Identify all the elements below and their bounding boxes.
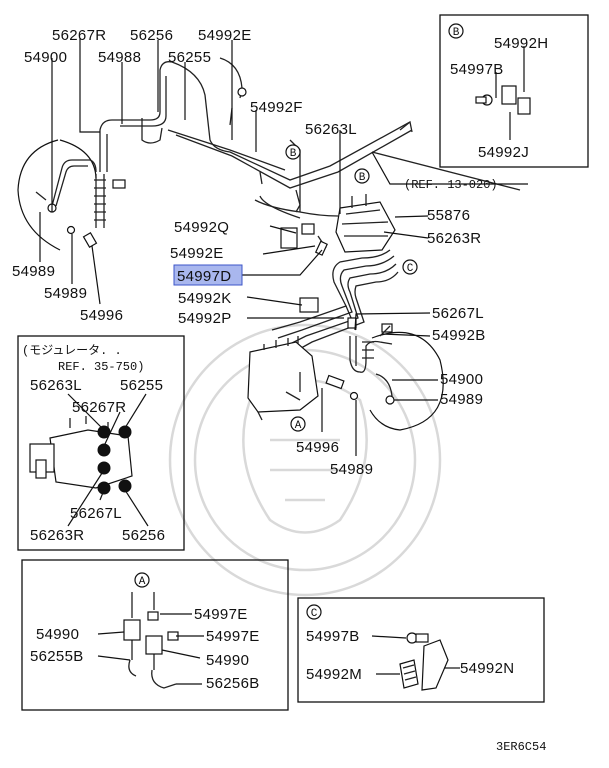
leader-lines-main xyxy=(39,38,438,456)
svg-text:C: C xyxy=(311,608,318,620)
main-assembly: B B C A (REF. 13-020) xyxy=(12,27,528,478)
label-a-54990-2: 54990 xyxy=(206,652,249,669)
label-54989-left-2: 54989 xyxy=(44,285,87,302)
reference-label: (REF. 13-020) xyxy=(404,178,498,192)
label-a-56256B: 56256B xyxy=(206,675,260,692)
label-54992E-mid: 54992E xyxy=(170,245,224,262)
modulator-ref: REF. 35-750) xyxy=(58,360,144,374)
label-56267L: 56267L xyxy=(432,305,484,322)
label-54992E-top: 54992E xyxy=(198,27,252,44)
label-54992Q: 54992Q xyxy=(174,219,229,236)
detail-a-box: A 54997E 54990 54997E 56255B 54990 56256… xyxy=(21,559,289,711)
label-b-54992H: 54992H xyxy=(494,35,548,52)
callout-c: C xyxy=(402,259,418,275)
label-54900-left: 54900 xyxy=(24,49,67,66)
label-56263L: 56263L xyxy=(305,121,357,138)
label-54992K: 54992K xyxy=(178,290,232,307)
detail-c-box: C 54997B 54992M 54992N xyxy=(297,597,545,703)
label-c-54997B: 54997B xyxy=(306,628,360,645)
svg-text:A: A xyxy=(295,420,302,432)
label-54992B: 54992B xyxy=(432,327,486,344)
modulator-title: (モジュレータ. . xyxy=(22,343,122,358)
lower-brake-pipes xyxy=(271,249,399,353)
left-flex-hose xyxy=(94,119,126,228)
label-54989-left-1: 54989 xyxy=(12,263,55,280)
label-54989-bottom: 54989 xyxy=(330,461,373,478)
label-54992F: 54992F xyxy=(250,99,303,116)
callout-b-1: B xyxy=(285,144,301,160)
label-mod-56263L: 56263L xyxy=(30,377,82,394)
modulator-detail-box: (モジュレータ. . REF. 35-750) 56263L 56255 562… xyxy=(17,335,185,551)
label-mod-56267L: 56267L xyxy=(70,505,122,522)
label-a-54997E-2: 54997E xyxy=(206,628,260,645)
label-54992P: 54992P xyxy=(178,310,232,327)
detail-b-box: B 54992H 54997B 54992J xyxy=(439,14,589,168)
callout-b-2: B xyxy=(354,168,370,184)
svg-text:B: B xyxy=(290,148,297,160)
label-54988: 54988 xyxy=(98,49,141,66)
label-55876: 55876 xyxy=(427,207,470,224)
junction-block xyxy=(280,194,396,256)
label-mod-56267R: 56267R xyxy=(72,399,126,416)
label-a-54990-1: 54990 xyxy=(36,626,79,643)
callout-a: A xyxy=(290,416,306,432)
diagram-code: 3ER6C54 xyxy=(496,740,546,754)
label-mod-56256: 56256 xyxy=(122,527,165,544)
svg-text:C: C xyxy=(407,263,414,275)
left-brake-shield xyxy=(17,139,98,251)
label-mod-56263R: 56263R xyxy=(30,527,84,544)
label-54989-right: 54989 xyxy=(440,391,483,408)
right-brake-shield xyxy=(325,323,444,431)
label-c-54992M: 54992M xyxy=(306,666,362,683)
label-a-56255B: 56255B xyxy=(30,648,84,665)
label-mod-56255: 56255 xyxy=(120,377,163,394)
label-56263R: 56263R xyxy=(427,230,481,247)
highlight-54997D[interactable] xyxy=(173,264,243,286)
label-56256: 56256 xyxy=(130,27,173,44)
label-54900-right: 54900 xyxy=(440,371,483,388)
label-a-54997E-1: 54997E xyxy=(194,606,248,623)
upper-brake-pipes xyxy=(120,57,521,219)
label-56255: 56255 xyxy=(168,49,211,66)
label-54997D[interactable]: 54997D xyxy=(177,268,231,285)
label-54996-left: 54996 xyxy=(80,307,123,324)
label-c-54992N: 54992N xyxy=(460,660,514,677)
svg-text:B: B xyxy=(453,27,460,39)
label-b-54992J: 54992J xyxy=(478,144,529,161)
label-56267R: 56267R xyxy=(52,27,106,44)
label-54996-right: 54996 xyxy=(296,439,339,456)
hydraulic-modulator xyxy=(247,336,319,421)
svg-text:B: B xyxy=(359,172,366,184)
label-b-54997B: 54997B xyxy=(450,61,504,78)
svg-text:A: A xyxy=(139,576,146,588)
